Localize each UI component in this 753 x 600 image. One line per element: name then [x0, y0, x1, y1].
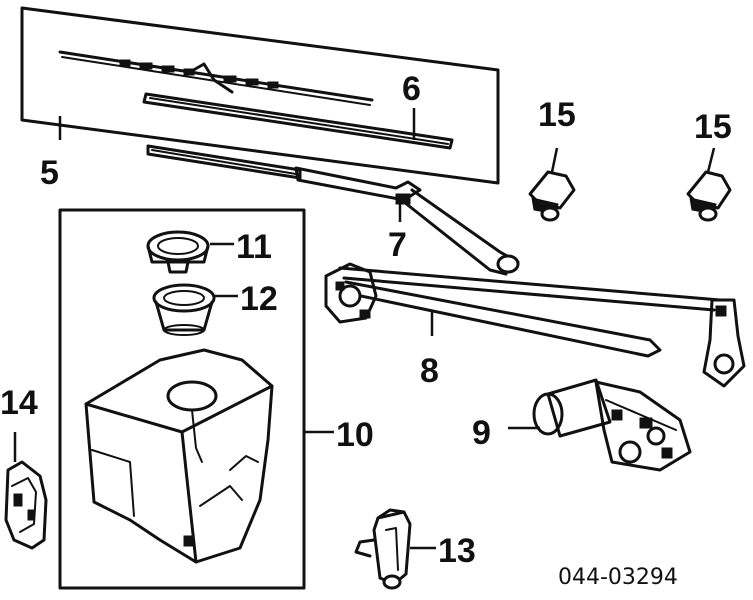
- wiper-blade-panel-outline: [20, 6, 500, 185]
- wiper-motor-body: [546, 378, 612, 438]
- callout-9: 9: [472, 414, 491, 452]
- callout-10: 10: [336, 416, 374, 454]
- washer-tank-cap: [146, 230, 234, 274]
- callout-12: 12: [240, 280, 278, 318]
- pivot-cap-right: [686, 147, 732, 222]
- linkage-rod-lower: [340, 280, 662, 358]
- wiper-blade-panel: [20, 6, 500, 185]
- pivot-cap-left: [528, 147, 576, 222]
- washer-tank-body: [84, 348, 274, 564]
- diagram-code: 044-03294: [558, 565, 678, 590]
- callout-7: 7: [388, 226, 407, 264]
- washer-tank-group: [58, 208, 334, 590]
- callout-8: 8: [420, 352, 439, 390]
- washer-tank-filler-neck: [166, 380, 218, 412]
- wiper-arm: [294, 166, 520, 276]
- callout-15-right: 15: [694, 108, 732, 146]
- washer-strainer: [152, 283, 238, 336]
- washer-bracket: [4, 432, 48, 550]
- callout-5: 5: [40, 154, 59, 192]
- linkage-left-pivot: [324, 262, 378, 324]
- callout-11: 11: [236, 228, 272, 266]
- linkage-right-pivot: [702, 298, 746, 388]
- wiper-blade-top: [58, 50, 374, 102]
- wiper-motor-gearbox: [594, 380, 692, 472]
- linkage-rod-top: [338, 266, 722, 302]
- callout-15-left: 15: [538, 96, 576, 134]
- leader-15-right: [706, 147, 716, 173]
- wiper-refill: [142, 92, 454, 150]
- washer-tank: [84, 348, 274, 564]
- wiper-arm-pivot: [496, 254, 520, 274]
- wiper-linkage: [324, 262, 746, 388]
- washer-bracket-body: [4, 460, 48, 550]
- washer-tank-group-box: [58, 208, 306, 590]
- leader-15-left: [550, 147, 559, 173]
- callout-14: 14: [0, 384, 38, 422]
- wiper-motor: [508, 378, 692, 472]
- wiper-blade-center-bridge: [188, 62, 234, 94]
- washer-pump-body: [372, 510, 412, 586]
- wiper-arm-head: [294, 166, 422, 202]
- wiper-arm-nut: [395, 193, 411, 205]
- callout-6: 6: [402, 70, 421, 108]
- wiper-arm-bar: [146, 144, 302, 180]
- washer-pump: [354, 508, 436, 590]
- callout-13: 13: [438, 532, 476, 570]
